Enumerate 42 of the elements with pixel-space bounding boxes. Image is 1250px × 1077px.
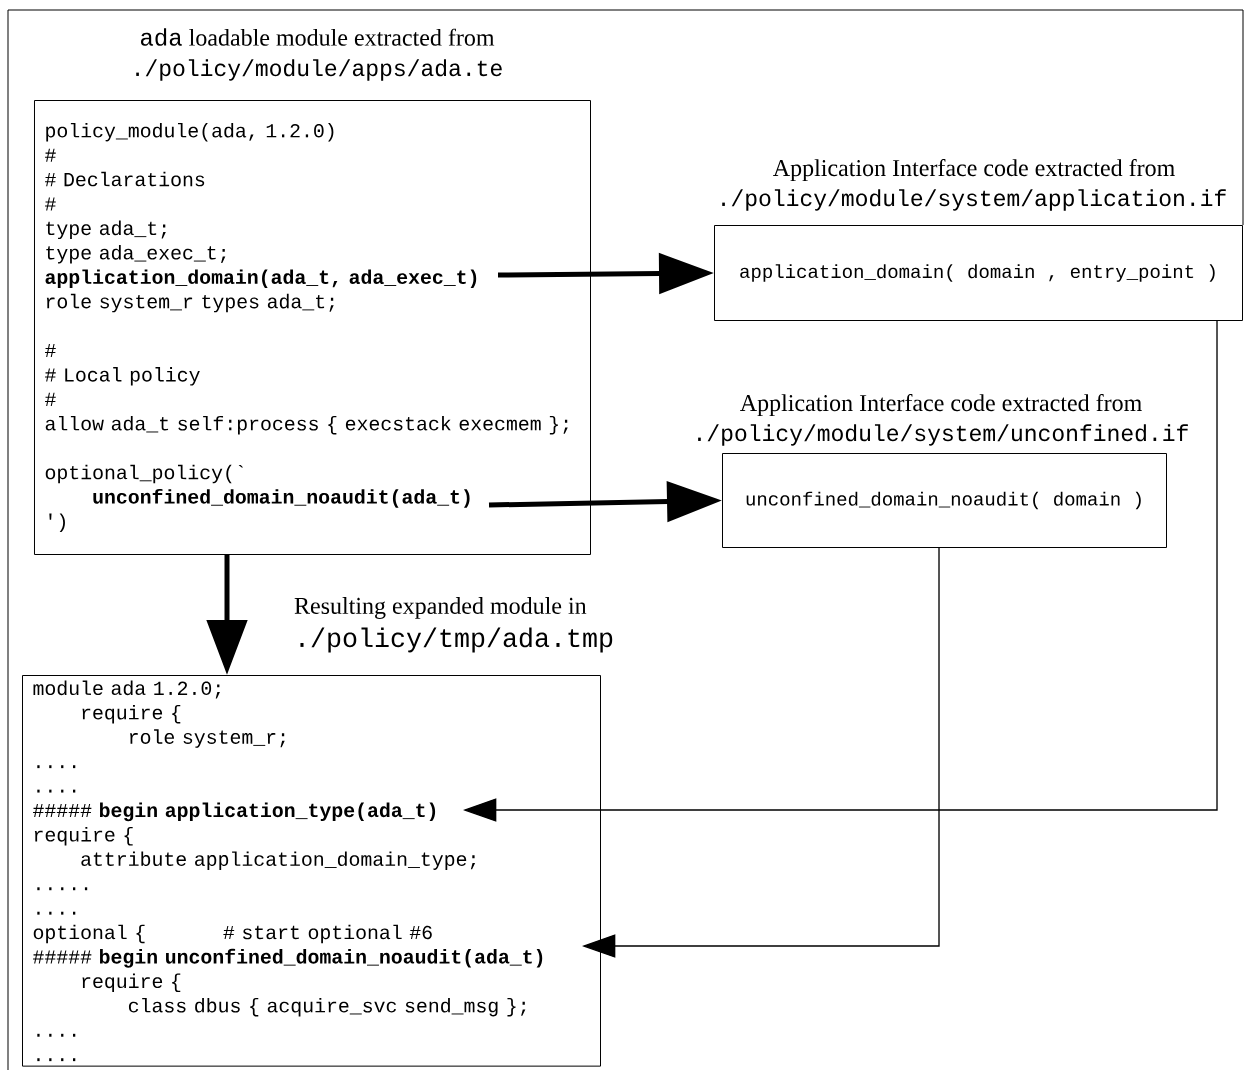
heading: ada loadable module extracted from: [140, 28, 495, 46]
code-line: role system_r;: [130, 729, 285, 748]
heading: Application Interface code extracted from: [740, 394, 1142, 416]
code-line: unconfined_domain_noaudit(ada_t): [93, 488, 470, 508]
code-line: # Local policy: [45, 367, 200, 386]
code-line: .....: [37, 887, 88, 891]
code-line: allow ada_t self:process { execstack execmem };: [45, 415, 568, 435]
file-path: ./policy/module/apps/ada.te: [136, 59, 502, 81]
code-line: ....: [37, 765, 76, 769]
code-line: type ada_t;: [46, 220, 166, 240]
code-comment: # start optional #6: [223, 924, 432, 944]
code-line: optional_policy(`: [45, 464, 243, 484]
code-line: #: [45, 392, 56, 406]
code-line: #: [45, 344, 56, 358]
code-line: optional {: [33, 924, 145, 944]
code-line: policy_module(ada, 1.2.0): [46, 122, 334, 142]
file-path: ./policy/module/system/unconfined.if: [698, 424, 1188, 446]
heading: Application Interface code extracted from: [773, 159, 1175, 181]
code-line: attribute application_domain_type;: [81, 851, 476, 870]
code-line: ....: [37, 1058, 76, 1062]
code-line: class dbus { acquire_svc send_msg };: [128, 997, 526, 1017]
code-line: #: [45, 197, 56, 211]
code-line: application_domain(ada_t, ada_exec_t): [45, 269, 477, 288]
file-path: ./policy/tmp/ada.tmp: [300, 627, 613, 653]
interface-box: application_domain( domain , entry_point ): [714, 225, 1243, 321]
code-line: ##### begin application_type(ada_t): [33, 802, 436, 822]
heading: Resulting expanded module in: [294, 597, 587, 619]
code-line: ....: [37, 789, 76, 793]
code-line: # Declarations: [45, 171, 205, 187]
interface-box: unconfined_domain_noaudit( domain ): [722, 453, 1167, 548]
code-line: require {: [82, 973, 181, 992]
code-line: require {: [82, 704, 181, 724]
code-line: '): [49, 513, 65, 533]
code-line: ##### begin unconfined_domain_noaudit(ada_t): [33, 948, 543, 968]
code-line: module ada 1.2.0;: [33, 680, 220, 699]
code-line: role system_r types ada_t;: [46, 293, 334, 313]
code-line: type ada_exec_t;: [46, 245, 226, 264]
file-path: ./policy/module/system/application.if: [722, 189, 1226, 211]
code-line: #: [45, 148, 56, 162]
code-line: ....: [37, 1033, 76, 1037]
code-line: require {: [34, 827, 133, 846]
code-line: ....: [37, 911, 76, 915]
